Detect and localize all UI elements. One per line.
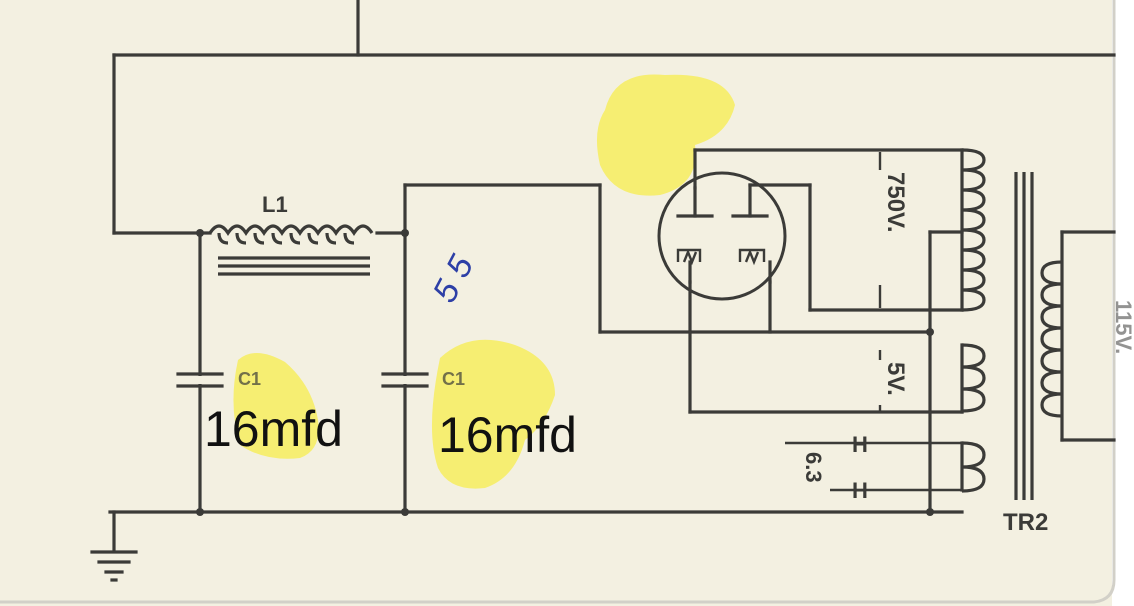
rectifier-tube — [657, 171, 787, 301]
junction-dots — [196, 229, 934, 516]
ground-symbol — [90, 510, 138, 582]
inductor-l1: L1 — [208, 192, 374, 276]
highlighter-marks — [233, 74, 735, 489]
highlight-c1-right — [431, 339, 555, 489]
heater-label-bottom: H — [852, 478, 868, 503]
heater-voltage-label: 6.3 — [801, 452, 826, 483]
capacitor-label-left: C1 — [238, 369, 261, 389]
rect-winding-label: 5V. — [882, 362, 909, 396]
page-margin — [1112, 0, 1134, 606]
transformer-label: TR2 — [1003, 509, 1048, 536]
highlight-rectifier-cap — [596, 74, 735, 196]
capacitor-c1-left: C1 — [176, 369, 261, 389]
capacitor-value-right: 16mfd — [438, 407, 577, 463]
heater-label-top: H — [852, 432, 868, 457]
frame-corner — [0, 579, 1116, 604]
transformer-core — [1014, 172, 1034, 500]
transformer-secondaries — [961, 148, 986, 493]
capacitor-label-right: C1 — [442, 369, 465, 389]
winding-labels: 750V. 5V. H H 6.3 — [801, 152, 909, 503]
inductor-label: L1 — [262, 192, 288, 217]
primary-label: 115V. — [1111, 300, 1134, 354]
capacitor-value-left: 16mfd — [204, 401, 343, 457]
capacitor-c1-right: C1 — [381, 369, 465, 389]
highlight-c1-left — [233, 352, 319, 459]
hv-winding-label: 750V. — [882, 172, 909, 233]
transformer-primary: 115V. — [1040, 260, 1134, 418]
